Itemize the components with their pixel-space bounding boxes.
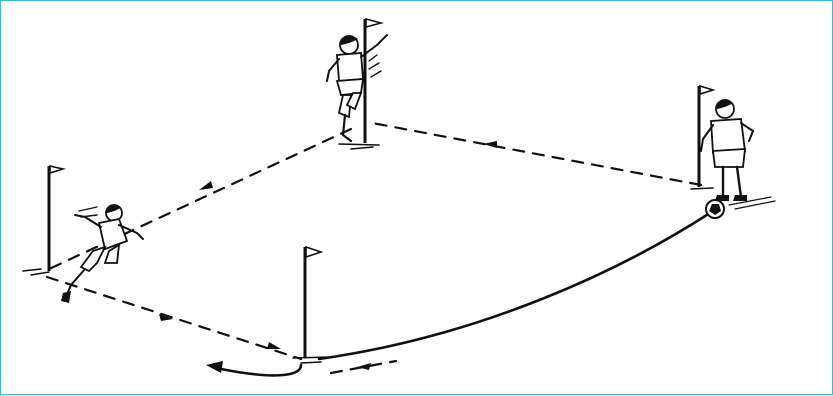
flag-post-bottom-center	[305, 247, 321, 357]
arrow-top-left	[199, 181, 213, 190]
ground-marks	[23, 144, 713, 363]
player-left-running	[61, 204, 143, 303]
arrow-top-right	[483, 141, 497, 148]
player-right-standing	[701, 100, 753, 201]
long-pass-curve	[319, 211, 713, 359]
route-left-to-bottom-center	[47, 277, 301, 359]
dashed-routes	[47, 122, 701, 373]
soccer-ball	[706, 200, 724, 218]
short-pass-curve	[221, 365, 301, 375]
short-pass-arrowhead	[206, 361, 223, 373]
route-top-right-to-top-center	[367, 122, 701, 185]
flag-post-left	[49, 166, 63, 271]
direction-arrows	[159, 141, 497, 370]
arrow-bottom-center	[267, 342, 281, 349]
arrow-return	[357, 363, 371, 370]
